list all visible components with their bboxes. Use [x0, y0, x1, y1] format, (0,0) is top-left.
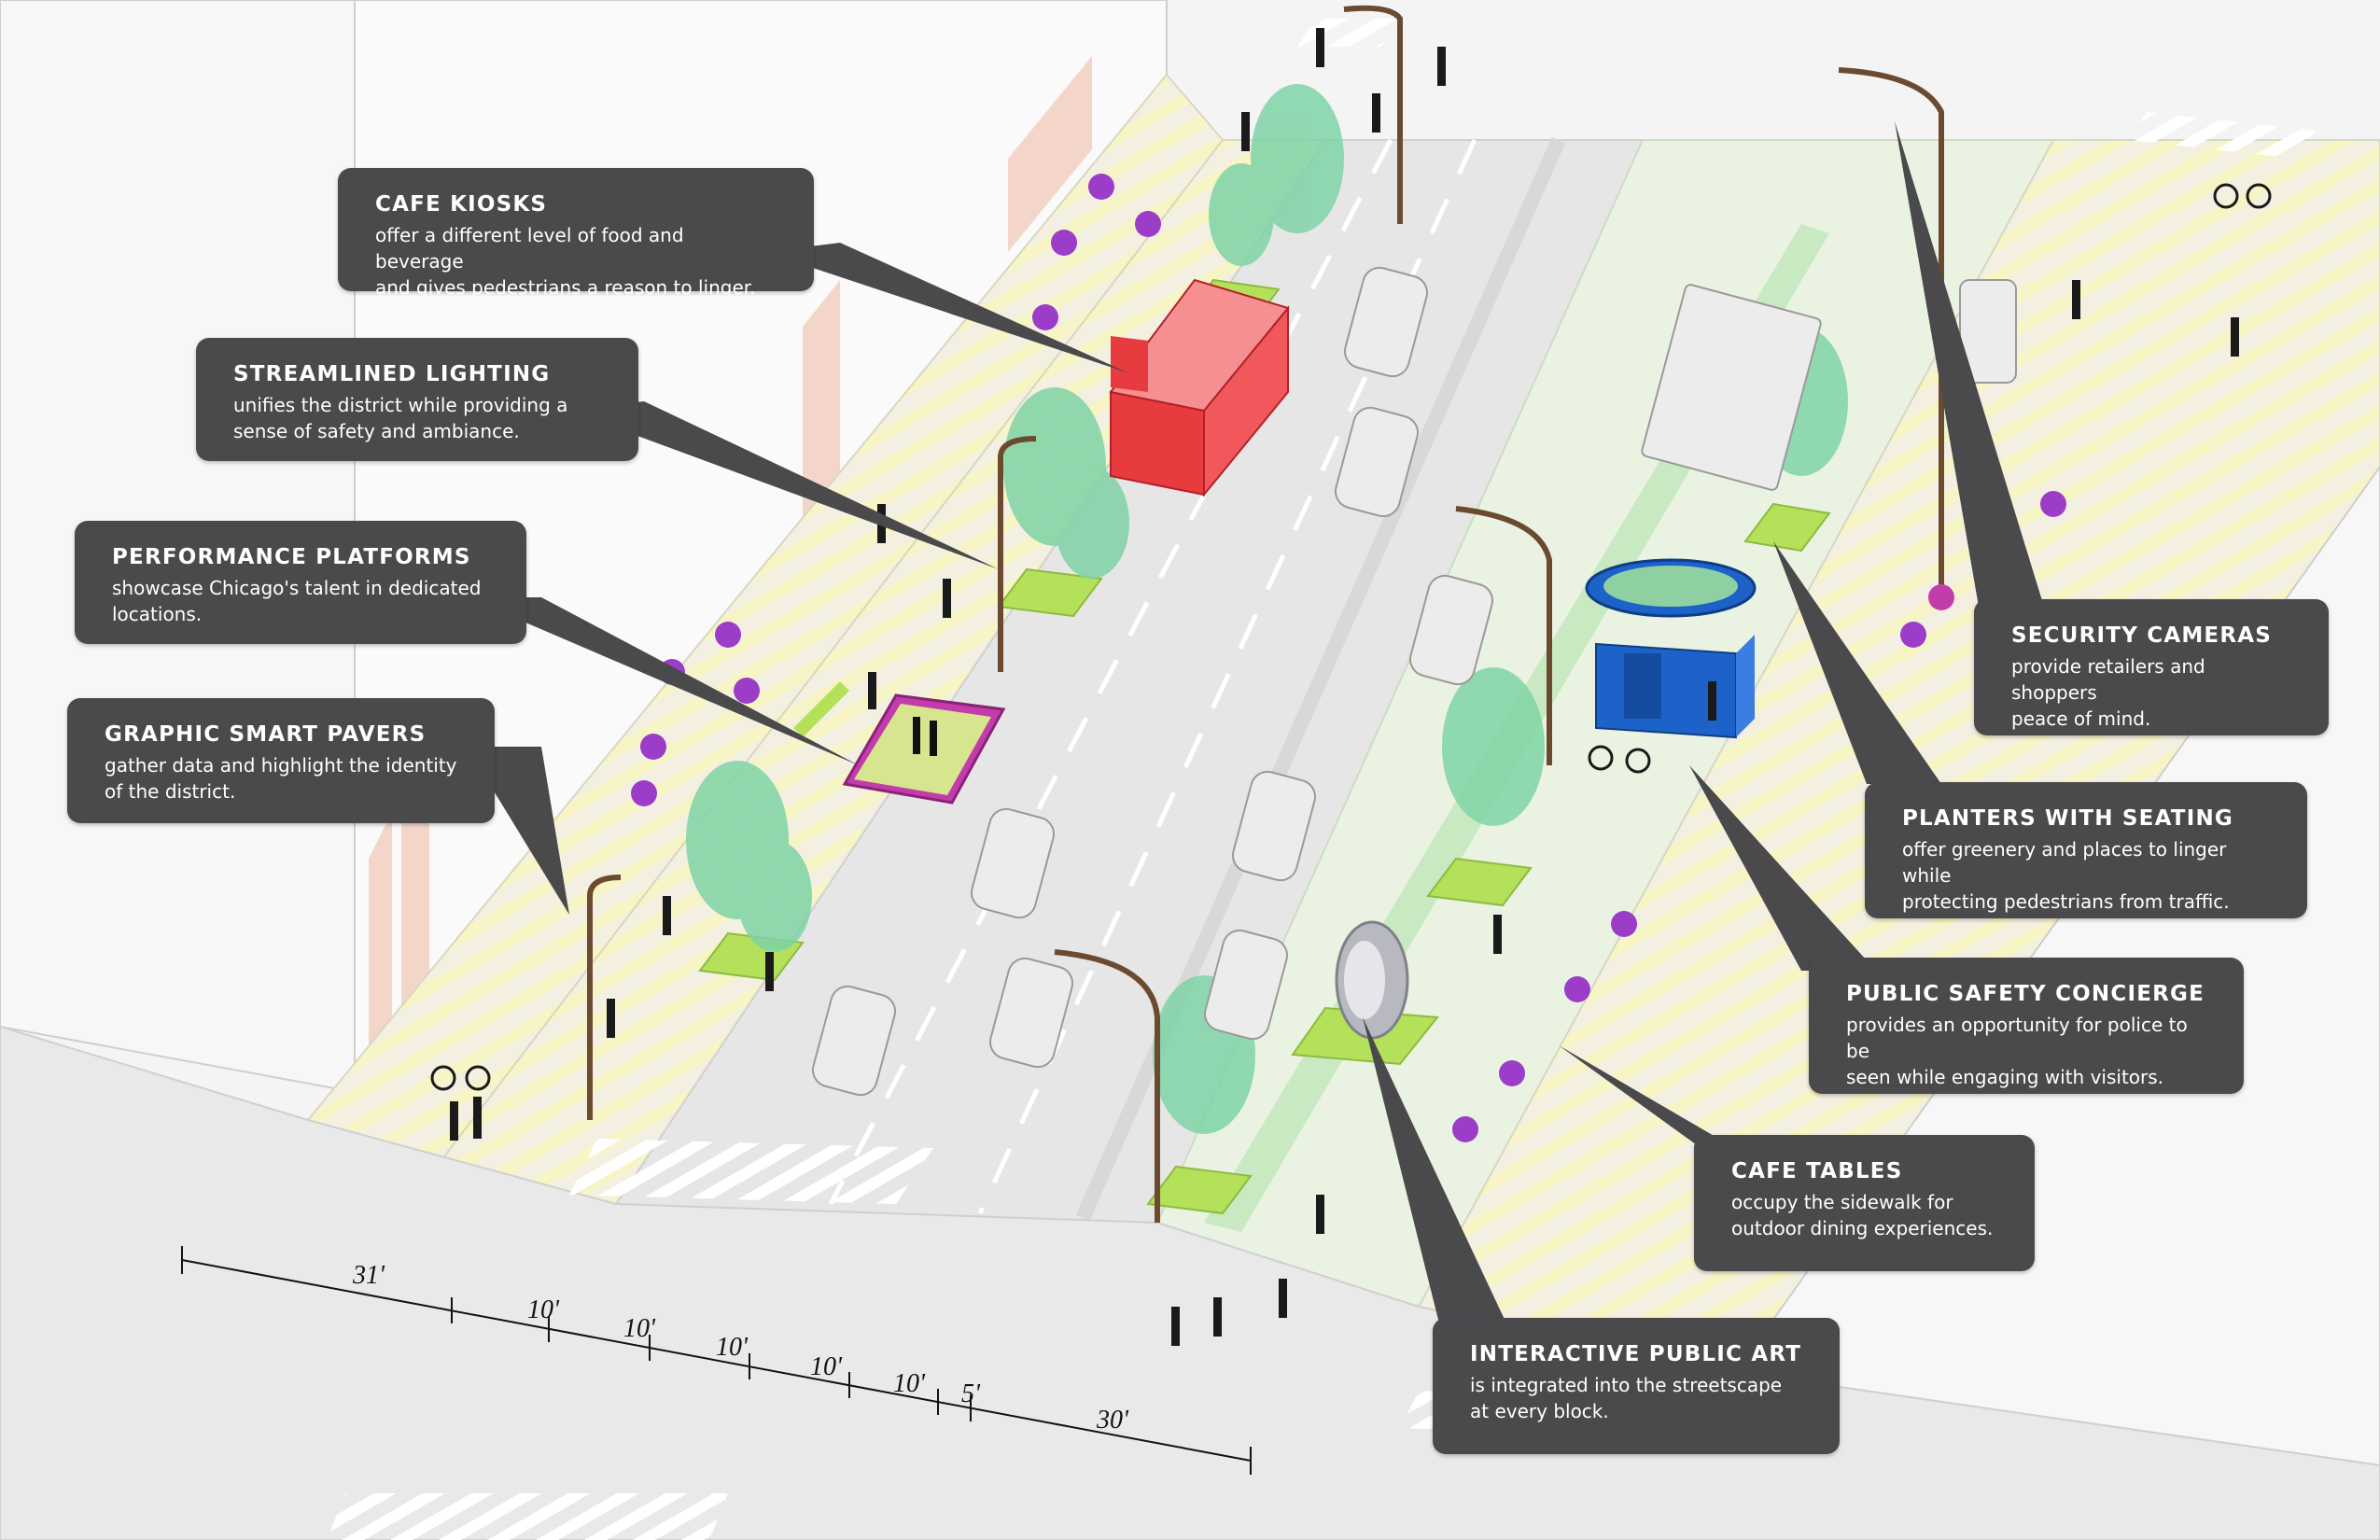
- callout-title: INTERACTIVE PUBLIC ART: [1470, 1342, 1802, 1366]
- dim-label-30: 30': [1096, 1406, 1129, 1435]
- cars: [812, 266, 2017, 1097]
- callout-cafe-kiosks: CAFE KIOSKS offer a different level of f…: [338, 168, 814, 299]
- callout-desc-line: peace of mind.: [2011, 707, 2151, 730]
- callout-desc-line: unifies the district while providing a: [233, 394, 568, 416]
- callout-desc-line: seen while engaging with visitors.: [1846, 1066, 2164, 1088]
- dim-label-10e: 10': [893, 1369, 926, 1398]
- callout-desc-line: at every block.: [1470, 1400, 1609, 1422]
- dim-label-31: 31': [352, 1261, 385, 1290]
- callout-interactive-public-art: INTERACTIVE PUBLIC ART is integrated int…: [1433, 1318, 1840, 1454]
- callout-title: GRAPHIC SMART PAVERS: [105, 722, 427, 747]
- dim-label-5: 5': [961, 1379, 981, 1408]
- callout-cafe-tables: CAFE TABLES occupy the sidewalk for outd…: [1694, 1135, 2035, 1271]
- callout-security-cameras: SECURITY CAMERAS provide retailers and s…: [1974, 599, 2329, 735]
- cafe-kiosk: [1109, 278, 1290, 497]
- callout-desc-line: gather data and highlight the identity: [105, 754, 457, 777]
- callout-desc-line: offer greenery and places to linger whil…: [1902, 838, 2227, 887]
- callout-desc-line: and gives pedestrians a reason to linger…: [375, 276, 756, 299]
- callout-desc-line: sense of safety and ambiance.: [233, 420, 520, 442]
- dim-label-10d: 10': [810, 1352, 843, 1381]
- callout-title: STREAMLINED LIGHTING: [233, 362, 551, 386]
- street-lights: [587, 5, 1944, 1223]
- callout-planters-with-seating: PLANTERS WITH SEATING offer greenery and…: [1865, 782, 2307, 918]
- callout-title: CAFE KIOSKS: [375, 192, 548, 217]
- callout-desc-line: outdoor dining experiences.: [1731, 1217, 1994, 1239]
- callout-desc-line: is integrated into the streetscape: [1470, 1374, 1783, 1396]
- callout-desc-line: occupy the sidewalk for: [1731, 1191, 1953, 1213]
- callout-performance-platforms: PERFORMANCE PLATFORMS showcase Chicago's…: [75, 521, 526, 644]
- callout-streamlined-lighting: STREAMLINED LIGHTING unifies the distric…: [196, 338, 638, 461]
- callout-title: PERFORMANCE PLATFORMS: [112, 545, 471, 569]
- callout-desc-line: provides an opportunity for police to be: [1846, 1014, 2188, 1062]
- callout-desc-line: showcase Chicago's talent in dedicated: [112, 577, 482, 599]
- dimension-labels: 31' 10' 10' 10' 10' 10' 5' 30': [352, 1261, 1129, 1435]
- callout-title: PUBLIC SAFETY CONCIERGE: [1846, 982, 2205, 1006]
- callout-desc-line: of the district.: [105, 780, 236, 803]
- dim-label-10c: 10': [716, 1333, 749, 1362]
- callout-desc-line: protecting pedestrians from traffic.: [1902, 890, 2230, 913]
- callout-desc-line: provide retailers and shoppers: [2011, 655, 2205, 704]
- trees: [686, 84, 1848, 1134]
- callout-title: CAFE TABLES: [1731, 1159, 1903, 1183]
- callout-title: PLANTERS WITH SEATING: [1902, 806, 2233, 831]
- dim-label-10a: 10': [527, 1295, 560, 1324]
- callout-desc-line: locations.: [112, 603, 203, 625]
- interactive-public-art: [1291, 920, 1439, 1066]
- cyclists: [430, 183, 2272, 1091]
- callout-public-safety-concierge: PUBLIC SAFETY CONCIERGE provides an oppo…: [1809, 958, 2244, 1094]
- public-safety-concierge-kiosk: [1585, 558, 1757, 739]
- dim-label-10b: 10': [623, 1314, 656, 1343]
- performance-platform: [842, 693, 1006, 805]
- callout-title: SECURITY CAMERAS: [2011, 623, 2273, 648]
- dimension-lines: [181, 1246, 1252, 1475]
- callout-desc-line: offer a different level of food and beve…: [375, 224, 684, 273]
- callout-graphic-smart-pavers: GRAPHIC SMART PAVERS gather data and hig…: [67, 698, 495, 823]
